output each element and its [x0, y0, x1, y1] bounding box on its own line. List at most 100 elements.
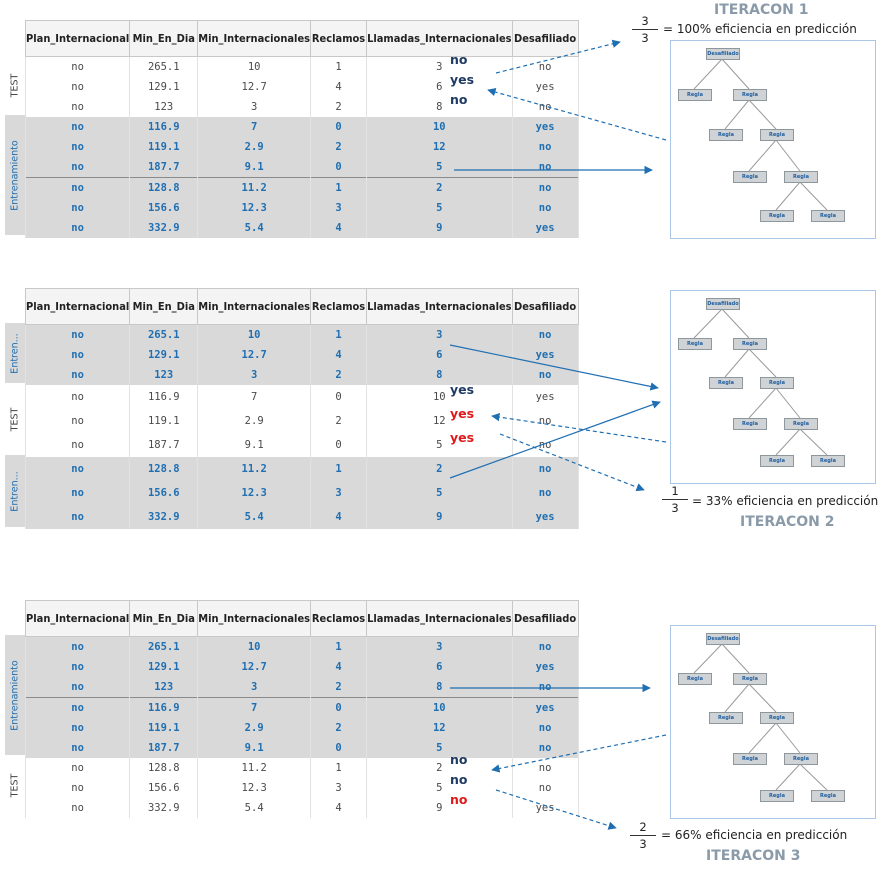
table-cell: no: [24, 798, 131, 818]
prediction-label: no: [450, 792, 468, 807]
tree-edge: [693, 58, 723, 90]
table-cell: no: [24, 365, 131, 385]
side-label-test: TEST: [5, 383, 25, 455]
table-cell: no: [511, 758, 579, 778]
table-cell: no: [511, 481, 579, 505]
table-cell: 123: [129, 97, 199, 117]
table-cell: 332.9: [129, 218, 199, 238]
table-cell: 116.9: [129, 385, 199, 409]
table-cell: 9.1: [197, 157, 312, 178]
table-cell: no: [511, 409, 579, 433]
tree-edge: [721, 58, 750, 90]
table-cell: 0: [310, 157, 368, 178]
column-header: Reclamos: [310, 20, 368, 57]
side-label-text: TEST: [9, 73, 21, 97]
table-cell: 156.6: [129, 778, 199, 798]
table-cell: 128.8: [129, 177, 199, 198]
table-cell: 6: [366, 657, 513, 677]
tree-edges: [693, 308, 828, 456]
side-label-text: Entrenamiento: [9, 139, 21, 211]
table-cell: 5: [366, 198, 513, 218]
column-header: Min_En_Dia: [129, 600, 199, 637]
table-cell: 12: [366, 718, 513, 738]
table-cell: 3: [197, 365, 312, 385]
table-cell: 3: [310, 778, 368, 798]
table-cell: 0: [310, 385, 368, 409]
table-cell: 4: [310, 657, 368, 677]
tree-root-node: Desafiliado: [706, 48, 740, 60]
fraction-denominator: 3: [639, 837, 647, 851]
prediction-label: yes: [450, 72, 475, 87]
tree-edge: [748, 683, 777, 713]
table-cell: 2.9: [197, 137, 312, 157]
fraction-bar: [632, 29, 658, 30]
table-cell: 10: [197, 56, 312, 77]
table-cell: 3: [197, 97, 312, 117]
table-cell: no: [511, 677, 579, 698]
tree-edges: [693, 643, 828, 791]
table-cell: no: [24, 778, 131, 798]
table-cell: 10: [366, 117, 513, 137]
table-cell: no: [511, 778, 579, 798]
tree-rule-node: Regla: [678, 338, 712, 350]
prediction-label: no: [450, 52, 468, 67]
table-cell: no: [511, 157, 579, 178]
tree-edge: [693, 643, 723, 674]
table-cell: no: [24, 505, 131, 529]
table-cell: no: [24, 385, 131, 409]
tree-edge: [799, 181, 828, 211]
tree-rule-node: Regla: [678, 89, 712, 101]
table-cell: 2: [310, 97, 368, 117]
side-label-text: TEST: [9, 407, 21, 431]
fraction-numerator: 3: [641, 14, 649, 28]
table-cell: 119.1: [129, 409, 199, 433]
table-cell: 0: [310, 433, 368, 457]
table-cell: 116.9: [129, 697, 199, 718]
table-cell: 4: [310, 798, 368, 818]
table-cell: no: [24, 198, 131, 218]
table-cell: no: [24, 117, 131, 137]
table-cell: 2: [310, 137, 368, 157]
table-cell: 12: [366, 137, 513, 157]
table-cell: no: [24, 657, 131, 677]
table-cell: no: [511, 324, 579, 345]
table-cell: 3: [310, 481, 368, 505]
table-cell: 1: [310, 177, 368, 198]
table-cell: yes: [511, 657, 579, 677]
table-cell: 5.4: [197, 218, 312, 238]
table-cell: yes: [511, 505, 579, 529]
table-cell: 0: [310, 117, 368, 137]
table-cell: 2: [310, 718, 368, 738]
tree-edge: [775, 139, 801, 172]
column-header: Min_Internacionales: [197, 600, 312, 637]
tree-edge: [724, 683, 750, 713]
table-cell: no: [24, 157, 131, 178]
prediction-label: no: [450, 92, 468, 107]
table-cell: 6: [366, 345, 513, 365]
column-header: Plan_Internacional: [24, 600, 131, 637]
table-cell: no: [24, 697, 131, 718]
tree-rule-node: Regla: [760, 129, 794, 141]
prediction-label: no: [450, 752, 468, 767]
table-cell: 10: [197, 636, 312, 657]
column-header: Min_En_Dia: [129, 288, 199, 325]
tree-rule-node: Regla: [733, 338, 767, 350]
tree-edge: [799, 763, 828, 791]
side-label-test: TEST: [5, 55, 25, 115]
table-cell: 3: [366, 636, 513, 657]
table-cell: 123: [129, 365, 199, 385]
table-cell: 5: [366, 157, 513, 178]
table-cell: no: [24, 324, 131, 345]
tree-rule-node: Regla: [811, 455, 845, 467]
